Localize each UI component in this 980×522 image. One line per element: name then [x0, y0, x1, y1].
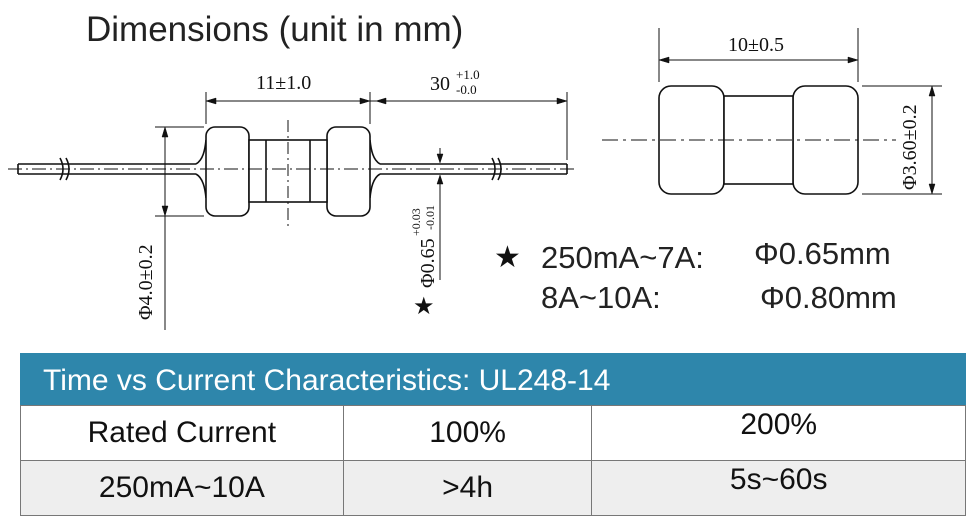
- table-cell: 100%: [342, 405, 593, 461]
- table-cell: 200%: [591, 405, 966, 461]
- table-cell: Rated Current: [20, 405, 344, 461]
- lead-diameter-tol-upper: +0.03: [409, 208, 423, 236]
- body-diameter-label: Φ4.0±0.2: [135, 244, 157, 320]
- cartridge-diameter-label: Φ3.60±0.2: [899, 104, 921, 190]
- cartridge-fuse-drawing: [602, 28, 942, 195]
- dimension-drawings: 11±1.0 30 +1.0 -0.0 Φ4.0±0.2 Φ0.65 +0.03…: [8, 28, 942, 330]
- star-bullet-icon: ★: [494, 241, 521, 274]
- lead-length-tol-lower: -0.0: [456, 82, 477, 97]
- cartridge-length-label: 10±0.5: [728, 34, 784, 56]
- axial-fuse-drawing: [8, 92, 575, 330]
- table-cell: >4h: [342, 460, 593, 516]
- table-header: Time vs Current Characteristics: UL248-1…: [20, 353, 966, 405]
- spec-diameter-1: Φ0.65mm: [754, 236, 891, 271]
- lead-diameter-label: Φ0.65: [417, 238, 439, 288]
- table-row: 250mA~10A >4h 5s~60s: [20, 460, 966, 516]
- spec-range-2: 8A~10A:: [541, 280, 661, 315]
- spec-range-1: 250mA~7A:: [541, 240, 704, 275]
- body-length-label: 11±1.0: [256, 72, 311, 94]
- page-title: Dimensions (unit in mm): [86, 10, 464, 49]
- spec-diameter-2: Φ0.80mm: [760, 280, 897, 315]
- table-cell: 5s~60s: [591, 460, 966, 516]
- star-marker-icon: ★: [413, 294, 435, 320]
- lead-diameter-tol-lower: -0.01: [423, 205, 437, 230]
- lead-length-label: 30: [430, 73, 450, 95]
- table-row: Rated Current 100% 200%: [20, 405, 966, 461]
- lead-length-tol-upper: +1.0: [456, 67, 480, 82]
- table-cell: 250mA~10A: [20, 460, 344, 516]
- time-current-table: Rated Current 100% 200% 250mA~10A >4h 5s…: [20, 405, 966, 516]
